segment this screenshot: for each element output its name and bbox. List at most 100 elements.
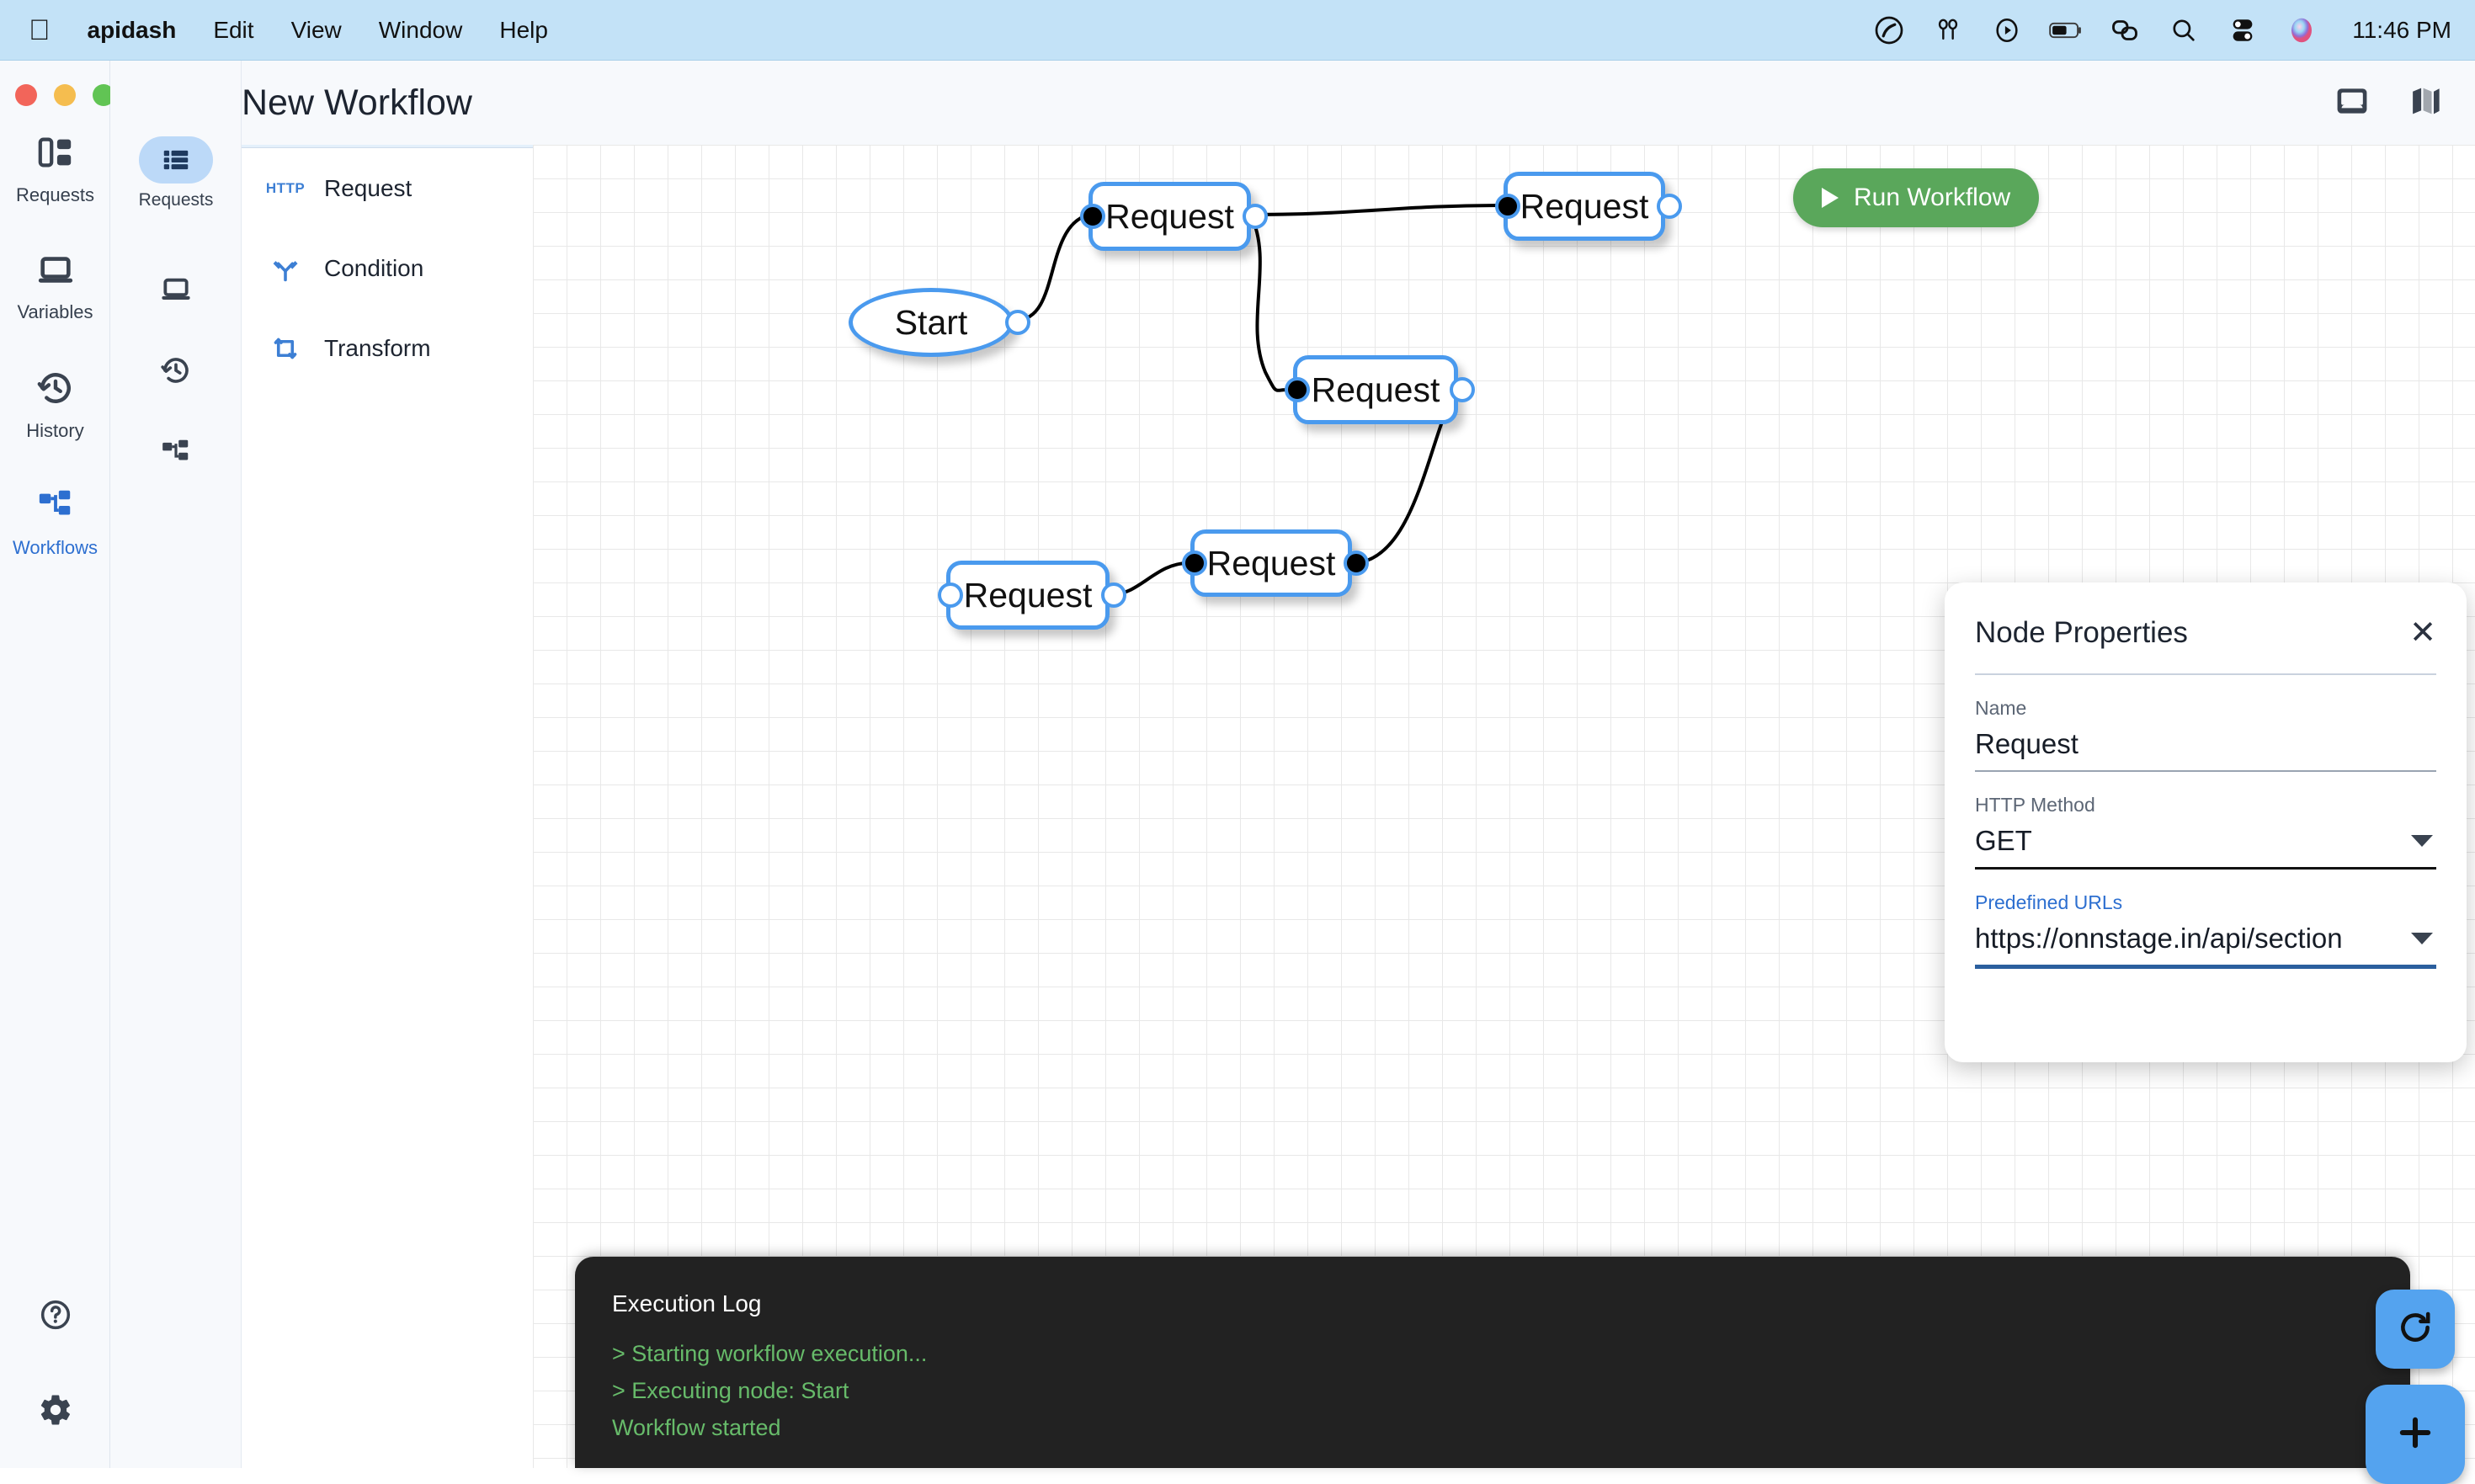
now-playing-icon[interactable] <box>1990 13 2024 47</box>
airpods-icon[interactable] <box>1931 13 1965 47</box>
workflow-node-request-5-label: Request <box>963 575 1093 614</box>
battery-icon[interactable] <box>2049 13 2083 47</box>
workflow-node-request-1[interactable]: Request <box>1080 182 1268 251</box>
settings-button[interactable] <box>0 1392 110 1432</box>
menu-item-view[interactable]: View <box>269 16 342 43</box>
panel-toggle-icon[interactable] <box>2334 82 2371 124</box>
workflow-node-request-2-label: Request <box>1520 186 1649 226</box>
node-type-condition[interactable]: Condition <box>242 228 533 308</box>
port-out-request-5[interactable] <box>1101 582 1126 608</box>
port-out-request-3[interactable] <box>1450 377 1475 402</box>
sidebar-item-requests[interactable]: Requests <box>0 133 110 206</box>
workflow-node-start[interactable]: Start <box>849 288 1030 357</box>
creative-cloud-icon[interactable] <box>1872 13 1906 47</box>
workflow-header-icons <box>2334 82 2443 124</box>
siri-icon[interactable] <box>2285 13 2318 47</box>
log-line: > Executing node: Start <box>612 1378 849 1404</box>
add-node-button[interactable] <box>2366 1385 2465 1484</box>
menu-bar-tray: 11:46 PM <box>1872 0 2451 61</box>
workflow-node-request-2[interactable]: Request <box>1495 172 1682 241</box>
node-types-panel: Node Types HTTP Request Condition <box>242 84 533 1468</box>
workflow-node-request-3-label: Request <box>1311 370 1440 409</box>
menu-item-help[interactable]: Help <box>477 16 548 43</box>
sidebar-item-workflows-label: Workflows <box>12 537 98 558</box>
predefined-urls-select[interactable]: https://onnstage.in/api/section <box>1975 914 2436 965</box>
workflow-header: New Workflow <box>242 61 2475 145</box>
field-predefined-urls-value: https://onnstage.in/api/section <box>1975 923 2343 954</box>
menu-item-window[interactable]: Window <box>357 16 463 43</box>
port-out-request-1[interactable] <box>1243 204 1268 229</box>
menu-item-edit[interactable]: Edit <box>191 16 253 43</box>
apple-logo-icon[interactable]:  <box>29 16 51 45</box>
underline <box>1975 770 2436 772</box>
field-http-method-value: GET <box>1975 825 2032 856</box>
log-line: Workflow started <box>612 1415 781 1441</box>
search-icon[interactable] <box>2167 13 2201 47</box>
node-type-transform-label: Transform <box>324 334 431 361</box>
http-method-select[interactable]: GET <box>1975 816 2436 867</box>
plus-icon <box>2392 1409 2439 1460</box>
sidebar-item-history-label: History <box>26 420 84 441</box>
palette-item-requests[interactable]: Requests <box>110 136 242 210</box>
minimize-window-button[interactable] <box>54 84 76 106</box>
close-window-button[interactable] <box>15 84 37 106</box>
field-name-value: Request <box>1975 728 2078 759</box>
menu-item-apidash[interactable]: apidash <box>66 16 177 43</box>
port-out-start[interactable] <box>1005 310 1030 335</box>
palette-item-variables[interactable] <box>110 265 242 312</box>
execution-log-lines: > Starting workflow execution... > Execu… <box>612 1338 2410 1444</box>
workflow-node-request-3[interactable]: Request <box>1285 355 1475 424</box>
sidebar-item-workflows[interactable]: Workflows <box>0 486 110 559</box>
node-properties-header: Node Properties ✕ <box>1975 616 2436 650</box>
field-http-method-label: HTTP Method <box>1975 794 2095 816</box>
workflow-node-request-4-label: Request <box>1206 543 1336 582</box>
gear-icon[interactable] <box>38 1392 73 1432</box>
app-window: Requests Variables History <box>0 61 2475 1484</box>
palette-item-history[interactable] <box>110 347 242 394</box>
run-workflow-button[interactable]: Run Workflow <box>1793 168 2040 227</box>
execution-log-panel: Execution Log > Starting workflow execut… <box>575 1257 2410 1468</box>
port-in-request-4[interactable] <box>1182 551 1207 576</box>
palette-strip: Requests <box>110 61 242 1468</box>
control-center-icon[interactable] <box>2226 13 2259 47</box>
port-in-request-5[interactable] <box>938 582 963 608</box>
chevron-down-icon <box>2411 835 2433 847</box>
workflow-nodes-icon <box>36 486 75 529</box>
refresh-button[interactable] <box>2376 1290 2455 1369</box>
node-type-request-label: Request <box>324 174 412 201</box>
port-in-request-2[interactable] <box>1495 194 1520 219</box>
name-input[interactable]: Request <box>1975 720 2436 770</box>
screen-mirroring-icon[interactable] <box>2108 13 2142 47</box>
node-type-request[interactable]: HTTP Request <box>242 148 533 228</box>
port-in-request-3[interactable] <box>1285 377 1310 402</box>
sidebar-item-history[interactable]: History <box>0 369 110 442</box>
workflow-node-request-4[interactable]: Request <box>1182 529 1369 597</box>
map-icon[interactable] <box>2408 83 2443 123</box>
http-badge-icon: HTTP <box>265 179 306 196</box>
divider <box>1975 673 2436 675</box>
node-type-condition-label: Condition <box>324 254 424 281</box>
history-clock-icon <box>36 369 75 412</box>
menu-bar-clock: 11:46 PM <box>2352 17 2451 43</box>
help-circle-icon[interactable] <box>39 1298 72 1336</box>
field-name-label: Name <box>1975 697 2027 719</box>
palette-item-workflows[interactable] <box>110 428 242 476</box>
play-icon <box>1822 188 1839 208</box>
port-out-request-2[interactable] <box>1657 194 1682 219</box>
help-button[interactable] <box>0 1298 110 1336</box>
port-in-request-1[interactable] <box>1080 204 1105 229</box>
chevron-down-icon <box>2411 933 2433 944</box>
laptop-icon <box>36 250 75 293</box>
workflow-node-request-1-label: Request <box>1105 196 1234 236</box>
node-properties-panel: Node Properties ✕ Name Request HTTP Meth… <box>1945 582 2467 1062</box>
port-out-request-4[interactable] <box>1344 551 1369 576</box>
window-traffic-lights[interactable] <box>15 84 114 106</box>
field-http-method: HTTP Method GET <box>1975 794 2436 870</box>
laptop-icon <box>139 265 213 312</box>
workflow-node-request-5[interactable]: Request <box>938 561 1126 630</box>
sidebar-item-variables-label: Variables <box>17 301 93 322</box>
node-type-transform[interactable]: Transform <box>242 308 533 388</box>
sidebar-item-variables[interactable]: Variables <box>0 250 110 323</box>
close-icon[interactable]: ✕ <box>2409 615 2436 651</box>
history-clock-icon <box>139 347 213 394</box>
